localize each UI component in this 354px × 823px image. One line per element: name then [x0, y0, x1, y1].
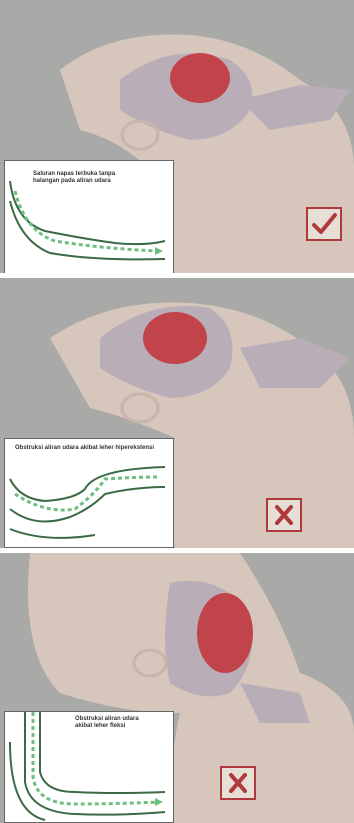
- checkmark-icon: [306, 207, 342, 241]
- caption-text: Saluran napas terbuka tanpa halangan pad…: [33, 171, 123, 185]
- airway-lines: [5, 439, 173, 547]
- airway-diagram: Obstruksi aliran udara akibat leher flek…: [4, 711, 174, 823]
- caption-text: Obstruksi aliran udara akibat leher flek…: [75, 716, 145, 730]
- cross-icon: [266, 498, 302, 532]
- panel-hyperextension: Obstruksi aliran udara akibat leher hipe…: [0, 278, 354, 548]
- airway-diagram: Saluran napas terbuka tanpa halangan pad…: [4, 160, 174, 273]
- cross-icon: [220, 766, 256, 800]
- panel-open-airway: Saluran napas terbuka tanpa halangan pad…: [0, 0, 354, 273]
- panel-flexion: Obstruksi aliran udara akibat leher flek…: [0, 553, 354, 823]
- airway-diagram: Obstruksi aliran udara akibat leher hipe…: [4, 438, 174, 548]
- caption-text: Obstruksi aliran udara akibat leher hipe…: [15, 445, 160, 452]
